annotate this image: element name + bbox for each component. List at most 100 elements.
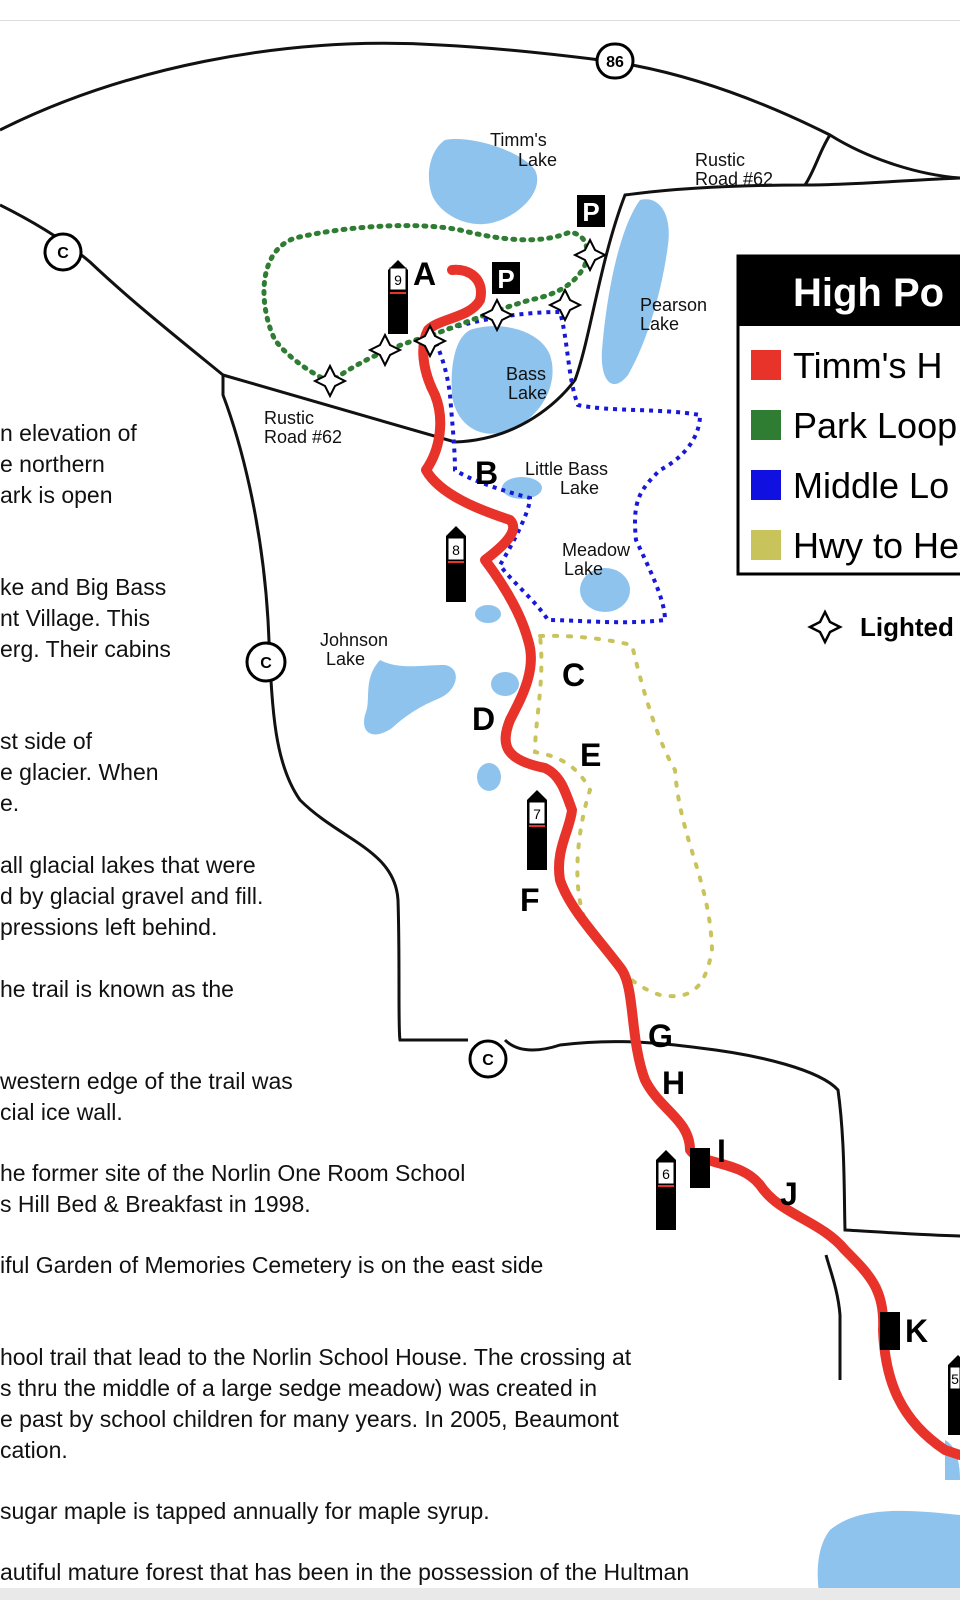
road-c-label-mid: C [260, 655, 272, 672]
park-loop-trail [261, 223, 590, 385]
desc-line-6: erg. Their cabins [0, 636, 171, 662]
waypoint-c: C [562, 657, 585, 693]
parking-label-1: P [582, 197, 599, 227]
rustic-left-label-1: Rustic [264, 408, 314, 428]
desc-line-8: e glacier. When [0, 759, 159, 785]
small-pond-1 [475, 605, 501, 623]
desc-line-3: ark is open [0, 482, 113, 508]
desc-line-10: all glacial lakes that were [0, 852, 256, 878]
place-labels: Timm's Lake Rustic Road #62 Pearson Lake… [264, 130, 773, 669]
road-branch-right [824, 1254, 842, 1380]
rustic-top-label-2: Road #62 [695, 169, 773, 189]
lighted-markers [312, 237, 608, 399]
desc-line-22: cation. [0, 1437, 68, 1463]
desc-line-18: iful Garden of Memories Cemetery is on t… [0, 1252, 544, 1278]
window-top-edge [0, 0, 960, 21]
meadow-lake-label-1: Meadow [562, 540, 631, 560]
county-road-c [0, 203, 960, 1238]
pearson-lake-label-2: Lake [640, 314, 679, 334]
desc-line-19: hool trail that lead to the Norlin Schoo… [0, 1344, 632, 1370]
marker-6-label: 6 [662, 1166, 670, 1182]
desc-line-13: he trail is known as the [0, 976, 234, 1002]
marker-6: 6 [656, 1150, 676, 1230]
marker-7: 7 [527, 790, 547, 870]
meadow-lake-label-2: Lake [564, 559, 603, 579]
waypoint-h: H [662, 1065, 685, 1101]
road-c-label-low: C [482, 1052, 494, 1069]
legend-item-hwy-to-heaven: Hwy to He [793, 525, 959, 566]
legend: High Po Timm's H Park Loop Middle Lo Hwy… [736, 254, 960, 645]
road-c-shield-top [43, 232, 83, 272]
lakes [364, 139, 960, 1600]
marker-5-label: 5 [951, 1371, 959, 1387]
waypoint-k: K [905, 1313, 928, 1349]
trail-block-i [690, 1148, 710, 1188]
pearson-lake-shape [601, 199, 669, 385]
little-bass-lake-label-2: Lake [560, 478, 599, 498]
lighted-icon [807, 609, 843, 645]
lighted-marker-4 [412, 323, 448, 359]
legend-swatch-green [751, 410, 781, 440]
desc-line-1: n elevation of [0, 420, 137, 446]
desc-line-9: e. [0, 790, 20, 816]
parking-box-1 [577, 195, 605, 227]
waypoint-a: A [413, 256, 436, 292]
desc-line-20: s thru the middle of a large sedge meado… [0, 1375, 598, 1401]
legend-item-timms-hill: Timm's H [793, 345, 943, 386]
bass-lake-shape [451, 326, 553, 434]
desc-line-14: western edge of the trail was [0, 1068, 293, 1094]
legend-header [738, 256, 960, 326]
marker-5: 5 [948, 1355, 960, 1435]
lighted-marker-1 [572, 237, 608, 273]
rustic-top-label-1: Rustic [695, 150, 745, 170]
marker-9: 9 [388, 260, 408, 334]
road-c-label-top: C [57, 245, 69, 262]
legend-swatch-yellow [751, 530, 781, 560]
timms-lake-label-2: Lake [518, 150, 557, 170]
waypoint-e: E [580, 737, 601, 773]
rustic-left-label-2: Road #62 [264, 427, 342, 447]
desc-line-11: d by glacial gravel and fill. [0, 883, 264, 909]
parking-signs: P P [492, 195, 605, 294]
legend-item-middle-loop: Middle Lo [793, 465, 949, 506]
lighted-marker-5 [367, 332, 403, 368]
parking-label-2: P [497, 264, 514, 294]
lighted-marker-3 [479, 297, 515, 333]
johnson-lake-label-1: Johnson [320, 630, 388, 650]
legend-title: High Po [793, 271, 944, 315]
little-bass-lake-label-1: Little Bass [525, 459, 608, 479]
lighted-marker-2 [547, 287, 583, 323]
small-pond-2 [491, 672, 519, 696]
legend-item-park-loop: Park Loop [793, 405, 957, 446]
waypoint-d: D [472, 701, 495, 737]
desc-line-4: ke and Big Bass [0, 574, 167, 600]
desc-line-23: sugar maple is tapped annually for maple… [0, 1498, 490, 1524]
legend-swatch-blue [751, 470, 781, 500]
highway-86-label: 86 [606, 54, 624, 71]
road-c-shield-low [468, 1039, 508, 1079]
marker-9-label: 9 [394, 272, 402, 288]
road-c-shield-mid [245, 641, 287, 683]
legend-lighted-label: Lighted [860, 612, 954, 642]
mile-markers: 9 8 7 6 5 [388, 260, 960, 1435]
bass-lake-label-2: Lake [508, 383, 547, 403]
parking-box-2 [492, 262, 520, 294]
roads [0, 41, 960, 1380]
marker-8: 8 [446, 526, 466, 602]
desc-line-5: nt Village. This [0, 605, 151, 631]
road-shields: 86 C C C [43, 42, 635, 1079]
pearson-lake-label-1: Pearson [640, 295, 707, 315]
meadow-lake-shape [580, 568, 630, 612]
highway-86-shield [595, 42, 635, 80]
desc-line-17: s Hill Bed & Breakfast in 1998. [0, 1191, 311, 1217]
desc-line-24: autiful mature forest that has been in t… [0, 1559, 690, 1585]
marker-8-label: 8 [452, 542, 460, 558]
desc-line-16: he former site of the Norlin One Room Sc… [0, 1160, 466, 1186]
trail-block-k [880, 1312, 900, 1350]
waypoint-b: B [475, 455, 498, 491]
desc-line-7: st side of [0, 728, 93, 754]
waypoint-f: F [520, 882, 540, 918]
marker-7-label: 7 [533, 806, 541, 822]
waypoint-j: J [780, 1176, 798, 1212]
